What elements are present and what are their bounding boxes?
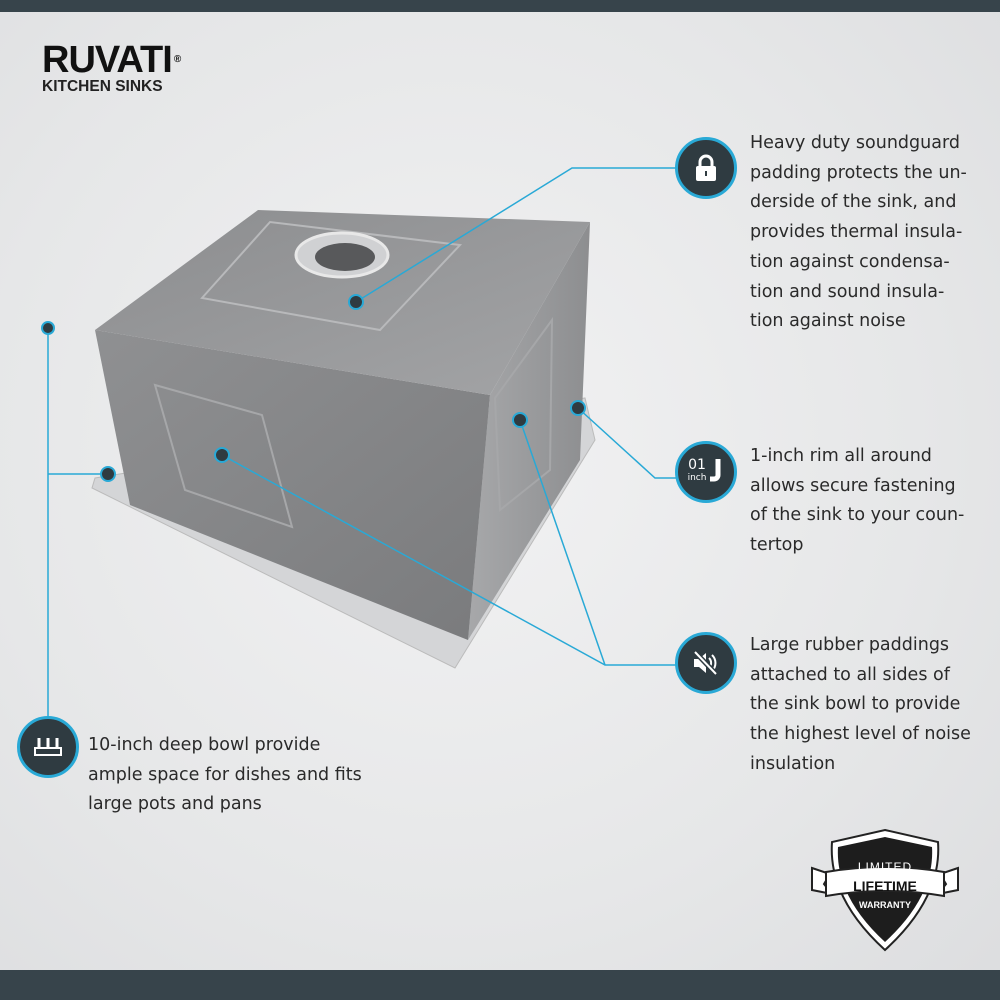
sink-top-face (95, 210, 590, 395)
top-bar (0, 0, 1000, 12)
lock-icon (675, 137, 737, 199)
bottom-bar (0, 970, 1000, 1000)
depth-ruler-icon (17, 716, 79, 778)
lifetime-warranty-badge: LIMITED LIFETIME WARRANTY (810, 828, 960, 957)
sink-front-face (95, 330, 490, 640)
ruvati-logo: RUVATI® KITCHEN SINKS (42, 39, 181, 95)
mute-speaker-icon (675, 632, 737, 694)
callout-dots (41, 294, 586, 482)
callout-lines (47, 167, 676, 717)
sink-right-face (468, 222, 590, 640)
